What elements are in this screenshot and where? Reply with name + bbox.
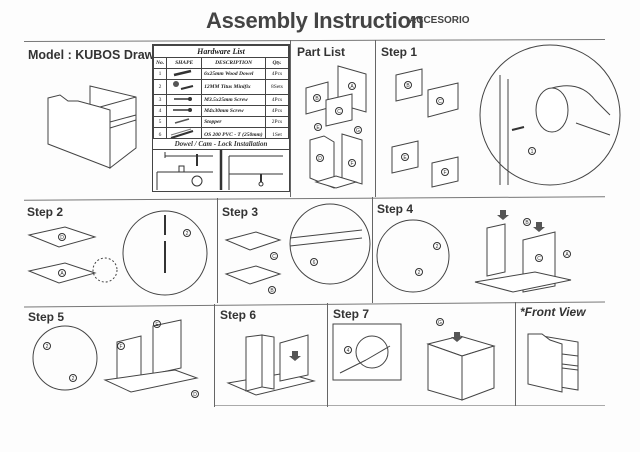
part-callout-e: E	[316, 125, 320, 131]
step-7-diagram: 4 G	[330, 318, 515, 403]
dowel-installation-panel: Dowel / Cam - Lock Installation	[152, 138, 290, 192]
row-no: 1	[152, 68, 168, 80]
part-callout-a: A	[350, 84, 354, 90]
row-no: 5	[152, 116, 168, 128]
step-1-callout-1: 1	[531, 149, 534, 155]
hardware-list: Hardware List No. SHAPE DESCRIPTION Qty.…	[152, 44, 290, 144]
part-callout-f: F	[350, 161, 353, 167]
minifix-icon	[173, 81, 195, 92]
step-1-label: Step 1	[381, 45, 418, 59]
step-7-callout-4: 4	[347, 348, 350, 354]
cam-lock-diagram	[153, 150, 289, 190]
step-3-callout-6: 6	[313, 260, 316, 266]
row-no: 4	[152, 105, 168, 117]
drawer-slide-icon	[169, 129, 195, 139]
divider-col-2	[375, 40, 376, 197]
step-5-label: Step 5	[28, 310, 65, 324]
row-no: 3	[152, 94, 168, 106]
drawer-illustration	[40, 80, 140, 170]
divider-step7-front	[515, 302, 516, 406]
step-6-label: Step 6	[220, 308, 257, 322]
divider-step3-4	[372, 197, 373, 303]
grid-line-row3	[24, 301, 605, 308]
table-row: 5 Stopper 2Pcs	[152, 116, 289, 128]
step-1-callout-b: B	[406, 83, 410, 89]
step-3-callout-c: C	[272, 254, 276, 260]
column-header-shape: SHAPE	[166, 57, 203, 69]
row-qty: 4Pcs	[265, 68, 289, 80]
row-qty: 4Pcs	[265, 105, 289, 117]
step-3-callout-b: B	[270, 288, 274, 294]
step-5-callout-2a: 2	[46, 344, 49, 350]
step-3-diagram: C B 6	[222, 212, 372, 294]
part-callout-b: B	[315, 96, 319, 102]
step-2-callout-d: D	[60, 235, 64, 241]
step-5-diagram: 2 2 F E D	[25, 318, 215, 398]
step-5-callout-f: F	[119, 344, 122, 350]
wood-dowel-icon	[169, 69, 195, 77]
model-label: Model : KUBOS Drawer	[28, 48, 167, 62]
column-header-no: No.	[152, 57, 168, 69]
part-callout-d: D	[318, 156, 322, 162]
row-description: M3.5x25mm Screw	[201, 94, 266, 106]
step-4-callout-c: C	[537, 256, 541, 262]
step-1-callout-f: F	[443, 170, 446, 176]
step-5-callout-2b: 2	[72, 376, 75, 382]
grid-line-top	[24, 38, 606, 43]
screw-icon	[169, 97, 193, 101]
table-row: 1 6x25mm Wood Dowel 4Pcs	[152, 68, 289, 80]
step-5-callout-d: D	[193, 392, 197, 398]
step-2-callout-2: 2	[186, 231, 189, 237]
step-6-diagram	[222, 325, 322, 400]
table-row: 3 M3.5x25mm Screw 4Pcs	[152, 94, 289, 106]
step-1-callout-c: C	[438, 99, 442, 105]
front-view-label: *Front View	[520, 305, 586, 319]
part-callout-c: C	[337, 109, 341, 115]
table-row: 2 12MM Titus Minifix 8Sets	[152, 79, 289, 95]
row-description: Stopper	[201, 116, 266, 128]
step-1-callout-e: E	[403, 155, 407, 161]
row-qty: 2Pcs	[265, 116, 289, 128]
step-7-label: Step 7	[333, 307, 370, 321]
grid-line-row2	[24, 196, 605, 201]
step-3-label: Step 3	[222, 205, 259, 219]
row-qty: 8Sets	[265, 79, 289, 95]
step-5-callout-e: E	[155, 322, 159, 328]
step-4-label: Step 4	[377, 202, 414, 216]
step-4-callout-a: A	[565, 252, 569, 258]
hardware-list-title: Hardware List	[153, 45, 289, 58]
stopper-icon	[169, 117, 195, 125]
step-4-callout-b: B	[525, 220, 529, 226]
step-4-callout-2b: 2	[418, 270, 421, 276]
row-no: 2	[152, 79, 168, 95]
row-description: 12MM Titus Minifix	[201, 79, 266, 95]
row-description: 6x25mm Wood Dowel	[201, 68, 266, 80]
dowel-installation-title: Dowel / Cam - Lock Installation	[153, 139, 289, 150]
step-2-diagram: D A 2	[25, 215, 215, 300]
page-subtitle: ACCESORIO	[409, 15, 470, 26]
page-title: Assembly Instruction	[206, 8, 424, 33]
column-header-qty: Qty.	[265, 57, 289, 69]
table-row: 4 M4x30mm Screw 4Pcs	[152, 105, 289, 117]
divider-step5-6	[214, 304, 215, 407]
step-4-diagram: 2 2 B C A	[375, 210, 605, 300]
row-description: M4x30mm Screw	[201, 105, 266, 117]
part-list-diagram: A B C D E F G	[296, 60, 374, 192]
part-list-label: Part List	[297, 45, 346, 59]
front-view-diagram	[522, 330, 602, 400]
row-qty: 4Pcs	[265, 94, 289, 106]
divider-step6-7	[327, 303, 328, 407]
step-7-callout-g: G	[438, 320, 442, 326]
step-2-label: Step 2	[27, 205, 64, 219]
step-1-diagram: B C E F 1	[380, 55, 610, 195]
step-2-callout-a: A	[60, 271, 64, 277]
screw-icon	[169, 108, 193, 112]
divider-col-1	[290, 40, 291, 197]
grid-line-bottom	[215, 405, 605, 406]
part-callout-g: G	[356, 128, 360, 134]
divider-step2-3	[217, 198, 218, 303]
column-header-description: DESCRIPTION	[201, 57, 266, 69]
step-4-callout-2a: 2	[436, 244, 439, 250]
